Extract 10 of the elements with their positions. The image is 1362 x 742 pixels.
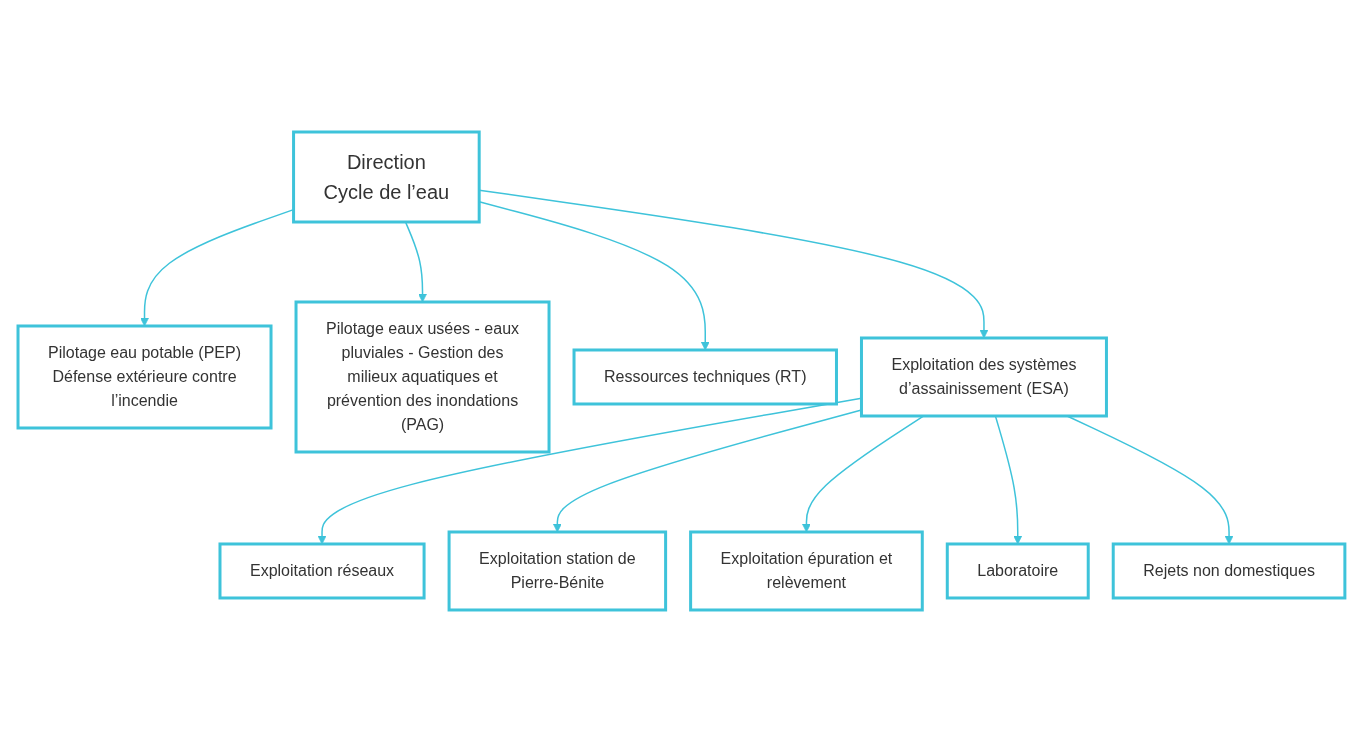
node-box: Pilotage eaux usées - eaux pluviales - Gestion des milieux aquatiques et prévention des inondations (PAG): [294, 300, 551, 454]
node-box: Exploitation des systèmes d’assainissement (ESA): [859, 336, 1108, 418]
node-box: Exploitation réseaux: [218, 542, 426, 600]
node-box: Laboratoire: [945, 542, 1090, 600]
node-box: Direction Cycle de l’eau: [291, 130, 481, 224]
node-box: Rejets non domestiques: [1111, 542, 1346, 600]
node-box: Exploitation épuration et relèvement: [688, 530, 924, 612]
node-box: Pilotage eau potable (PEP) Défense extérieure contre l’incendie: [16, 324, 273, 430]
node-box: Ressources techniques (RT): [572, 348, 838, 406]
node-box: Exploitation station de Pierre-Bénite: [447, 530, 667, 612]
